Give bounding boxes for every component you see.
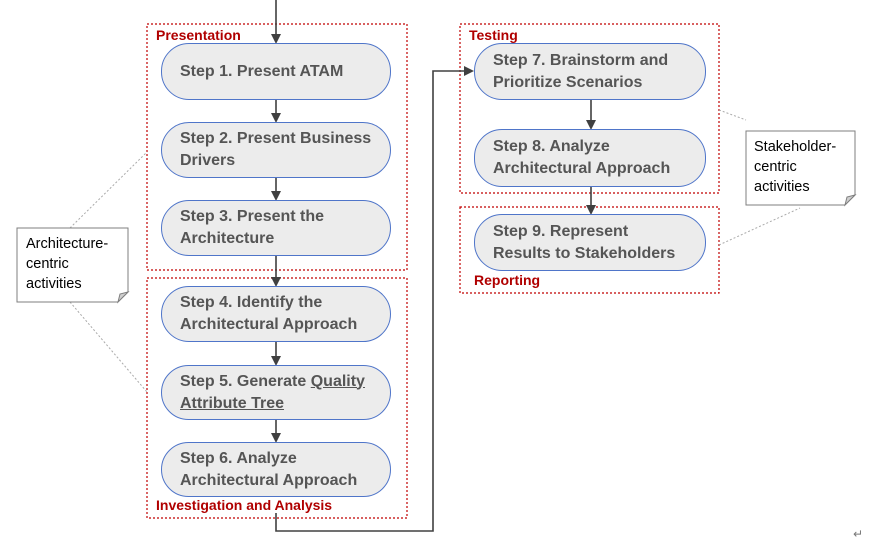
step-5-line1: Step 5. Generate Quality — [180, 371, 390, 393]
step-1-line1: Step 1. Present ATAM — [180, 62, 344, 80]
stakeholder-note-line1: Stakeholder- — [754, 139, 837, 155]
stakeholder-callout-line-bottom — [718, 207, 801, 246]
presentation-group-label: Presentation — [156, 27, 241, 43]
step-3-line1: Step 3. Present the — [180, 208, 325, 225]
step-5-line2: Attribute Tree — [180, 394, 285, 412]
step-9-box: Step 9. Represent Results to Stakeholder… — [474, 214, 706, 271]
architecture-callout-line-bottom — [69, 301, 148, 393]
step-6-box: Step 6. Analyze Architectural Approach — [161, 442, 391, 497]
presentation-group-frame — [146, 23, 408, 271]
step-8-box: Step 8. Analyze Architectural Approach — [474, 129, 706, 187]
step-6-line1: Step 6. Analyze — [180, 449, 297, 467]
step-9-line1: Step 9. Represent — [493, 222, 629, 240]
step-7-line1: Step 7. Brainstorm and — [493, 51, 669, 69]
step-5-line1-underlined: Quality — [310, 372, 365, 390]
architecture-note-line3: activities — [26, 276, 82, 292]
step-2-line1: Step 2. Present Business — [180, 130, 372, 147]
step-5-line1-text: Step 5. Generate — [180, 372, 311, 390]
testing-group-frame — [459, 23, 720, 194]
step-7-line2: Prioritize Scenarios — [493, 73, 643, 91]
step-3-box: Step 3. Present the Architecture — [161, 200, 391, 256]
paragraph-mark: ↵ — [853, 527, 864, 541]
reporting-group-label: Reporting — [474, 272, 541, 288]
stakeholder-note-line3: activities — [754, 179, 810, 195]
stakeholder-callout-line-top — [718, 109, 747, 121]
step-4-box: Step 4. Identify the Architectural Appro… — [161, 286, 391, 342]
step-7-box: Step 7. Brainstorm and Prioritize Scenar… — [474, 43, 706, 100]
testing-group-label: Testing — [469, 27, 518, 43]
step-2-line2: Drivers — [180, 152, 236, 169]
architecture-note-line1: Architecture- — [26, 236, 109, 252]
step-1-box: Step 1. Present ATAM — [161, 43, 391, 100]
step-3-line2: Architecture — [180, 230, 275, 247]
step-6-line2: Architectural Approach — [180, 471, 358, 489]
architecture-note-text: Architecture- centric activities — [26, 234, 108, 294]
step-8-line2: Architectural Approach — [493, 160, 671, 177]
architecture-note-fold — [117, 291, 130, 304]
step-5-box: Step 5. Generate Quality Attribute Tree — [161, 365, 391, 420]
architecture-callout-line-top — [69, 151, 148, 229]
step-9-line2: Results to Stakeholders — [493, 244, 676, 262]
architecture-note-line2: centric — [26, 256, 69, 272]
step-4-line1: Step 4. Identify the — [180, 294, 323, 311]
step-4-line2: Architectural Approach — [180, 316, 358, 333]
stakeholder-note-line2: centric — [754, 159, 797, 175]
stakeholder-note-text: Stakeholder- centric activities — [754, 137, 836, 197]
arrow-step6-step7 — [275, 66, 474, 532]
step-2-box: Step 2. Present Business Drivers — [161, 122, 391, 178]
investigation-group-label: Investigation and Analysis — [156, 497, 333, 513]
step-8-line1: Step 8. Analyze — [493, 138, 610, 155]
stakeholder-note-fold — [844, 194, 857, 207]
